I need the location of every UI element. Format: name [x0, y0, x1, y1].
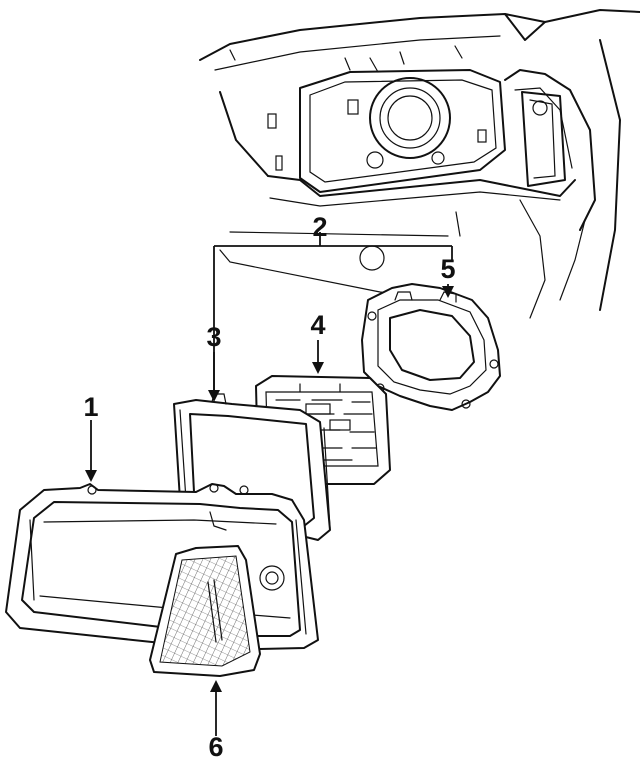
callout-4: 4 — [310, 310, 325, 340]
callout-labels: 2 3 4 5 1 6 — [83, 212, 455, 762]
callout-3: 3 — [206, 322, 221, 352]
callout-1: 1 — [83, 392, 98, 422]
callout-5: 5 — [440, 254, 455, 284]
callout-6: 6 — [208, 732, 223, 762]
part-5-mounting-ring — [361, 283, 501, 411]
part-6-side-marker-lamp — [149, 545, 261, 677]
vehicle-front-body — [199, 9, 640, 319]
leader-lines — [85, 232, 454, 736]
callout-2: 2 — [312, 212, 327, 242]
